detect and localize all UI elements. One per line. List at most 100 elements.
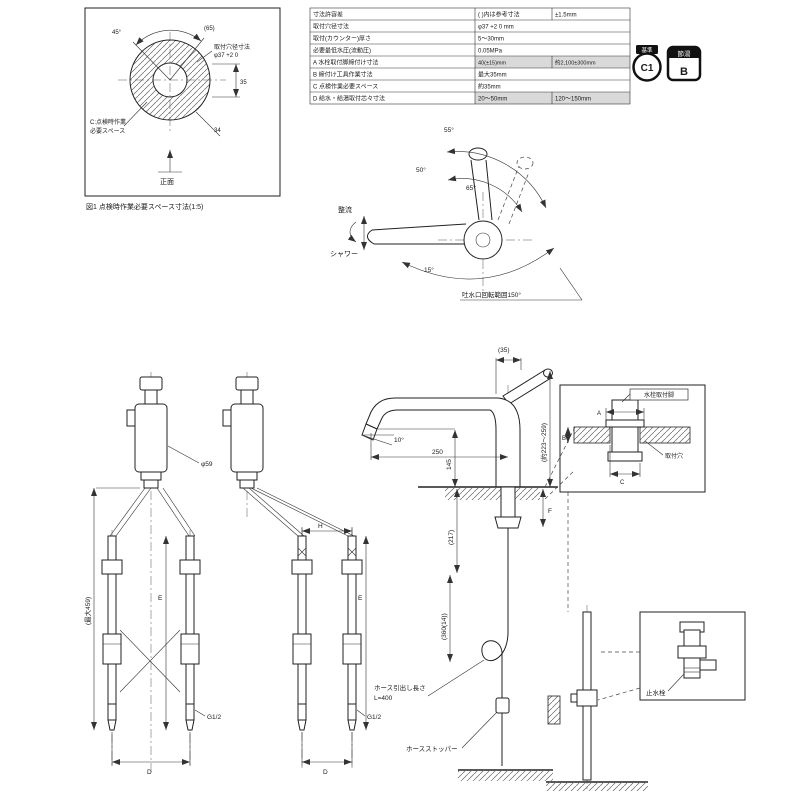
table-row-label: 必要最低水圧(流動圧): [313, 47, 371, 55]
dim-phi59: φ59: [201, 461, 213, 468]
riser-valve: [576, 689, 598, 707]
counter-hatch: [445, 488, 540, 500]
stop-valve-detail: 止水栓: [639, 611, 746, 701]
badge-eco: 節湯 B: [666, 45, 702, 82]
rotation-angle-4: 15°: [424, 266, 434, 274]
table-cell: ±1.5mm: [555, 13, 577, 19]
handle-front-b: [235, 376, 259, 391]
rotation-angle-2: 50°: [416, 166, 426, 174]
thread-G12-2: G1/2: [367, 714, 381, 721]
stream-label: 整流: [338, 205, 352, 214]
front-view-a: (最大459) E D G1/2 φ59: [83, 372, 221, 776]
fig1-note-1: C:点検時作業: [90, 118, 126, 126]
table-cell: 20〜50mm: [478, 97, 507, 103]
floor-hatch: [458, 770, 553, 781]
lever-position-1: [468, 147, 488, 161]
fig1-dim-35: 35: [240, 80, 247, 86]
eco-badge-top-label: 節湯: [678, 49, 692, 58]
front-view-b: H E D G1/2: [222, 372, 381, 776]
counter-mount-detail: 水栓取付脚 A B C 取付穴: [559, 384, 706, 493]
break-marks: [119, 629, 181, 693]
standard-badge-band: [636, 45, 658, 54]
supply-hoses-b: [242, 487, 355, 537]
dim-10deg: 10°: [394, 436, 404, 444]
dim-H: H: [318, 523, 323, 530]
dim-C: C: [620, 480, 625, 486]
stop-valve-outlet: [699, 659, 717, 671]
hose-stopper-label: ホースストッパー: [406, 745, 458, 753]
rotation-range-note: 吐水口回転範囲150°: [462, 290, 521, 299]
dim-D2: D: [323, 769, 328, 776]
mounting-shank: [500, 486, 516, 518]
fig1-hole-note-2: φ37 +2 0: [214, 53, 239, 59]
fig1-dim-34: 34: [214, 128, 221, 134]
body-front-b: [230, 403, 264, 473]
check-valve-left: [102, 633, 122, 665]
hose-length-label-1: ホース引出し長さ: [374, 683, 426, 692]
mounting-nut: [494, 516, 522, 529]
dim-35: (35): [498, 347, 510, 354]
supply-pipe-elevation: [546, 605, 648, 791]
table-cell: ( )内は参考寸法: [478, 11, 520, 19]
fig1-front-label: 正面: [160, 178, 174, 186]
fig1-caption: 図1 点検時作業必要スペース寸法(1:5): [86, 202, 203, 211]
thread-G12-1: G1/2: [207, 714, 221, 721]
leg-label: 水栓取付脚: [644, 391, 674, 399]
dim-E1: E: [158, 595, 163, 602]
dim-max459: (最大459): [83, 597, 92, 625]
dim-145: 145: [446, 459, 453, 470]
mounting-flange: [605, 419, 645, 428]
fig1-hole-note-1: 取付穴径寸法: [214, 43, 250, 51]
dim-217: (217): [448, 530, 455, 545]
table-cell: 0.05MPa: [478, 49, 503, 55]
spout-plan: [367, 223, 468, 245]
shower-label: シャワー: [330, 250, 358, 258]
hose-stopper: [495, 697, 510, 714]
table-row-label: B 締付け工具作業寸法: [313, 71, 373, 79]
check-valve-right: [180, 633, 200, 665]
dim-height-range: (約223〜259): [539, 423, 548, 462]
check-valve-right-b: [342, 633, 362, 665]
detail-a-border: [559, 384, 706, 493]
stop-valve-label: 止水栓: [646, 688, 666, 697]
rotation-angle-1: 55°: [444, 126, 454, 134]
counter-section-right: [639, 426, 691, 444]
fig1-note-2: 必要スペース: [90, 127, 125, 135]
dim-250: 250: [432, 449, 443, 456]
table-cell: φ37 +2 0 mm: [478, 25, 514, 31]
table-row-label: A 水栓取付脚締付け寸法: [313, 59, 378, 67]
table-row-label: C 点検作業必要スペース: [313, 83, 378, 91]
table-cell: 120〜150mm: [555, 97, 591, 103]
standard-badge-code: C1: [641, 63, 654, 74]
hose-length-label-2: L=400: [374, 695, 393, 702]
cross-marks: [297, 547, 357, 557]
mounting-nut-detail: [607, 451, 643, 462]
fig1-installation-space: 45° (65) 35 34 取付穴径寸法 φ37 +2 0 C:点検時作業 必…: [84, 7, 281, 197]
handle-front: [139, 376, 163, 391]
check-valve-left-b: [292, 633, 312, 665]
fig1-angle-left: 45°: [112, 30, 122, 36]
rotation-angle-3: 65°: [466, 184, 476, 192]
supply-hoses: [109, 487, 196, 537]
standard-badge-circle: [632, 52, 662, 82]
detail-b-border: [639, 611, 746, 701]
mounting-leg: [611, 399, 639, 459]
dim-A: A: [597, 411, 601, 417]
table-cell: 最大35mm: [478, 71, 507, 79]
pull-out-hose: [481, 528, 509, 698]
dim-F: F: [548, 508, 552, 515]
standard-badge-top-label: 基準: [641, 46, 653, 54]
rotation-range-view: 55° 50° 65° 15° 整流 シャワー 吐水口回転範囲150°: [330, 126, 583, 301]
hole-label: 取付穴: [665, 452, 683, 460]
dim-E2: E: [358, 595, 363, 602]
table-cell: 約35mm: [478, 83, 501, 91]
table-cell: 5〜30mm: [478, 37, 504, 43]
shaded-cell-row5: [475, 56, 630, 68]
dim-360: (360(14)): [441, 613, 448, 640]
main-elevation-view: (35) (約223〜259) 145 250 10° F (217) (360…: [361, 347, 576, 781]
table-cell: 40(±15)mm: [478, 61, 506, 67]
wall-section: [547, 695, 561, 725]
table-row-label: D 給水・給湯取付芯々寸法: [313, 95, 385, 103]
